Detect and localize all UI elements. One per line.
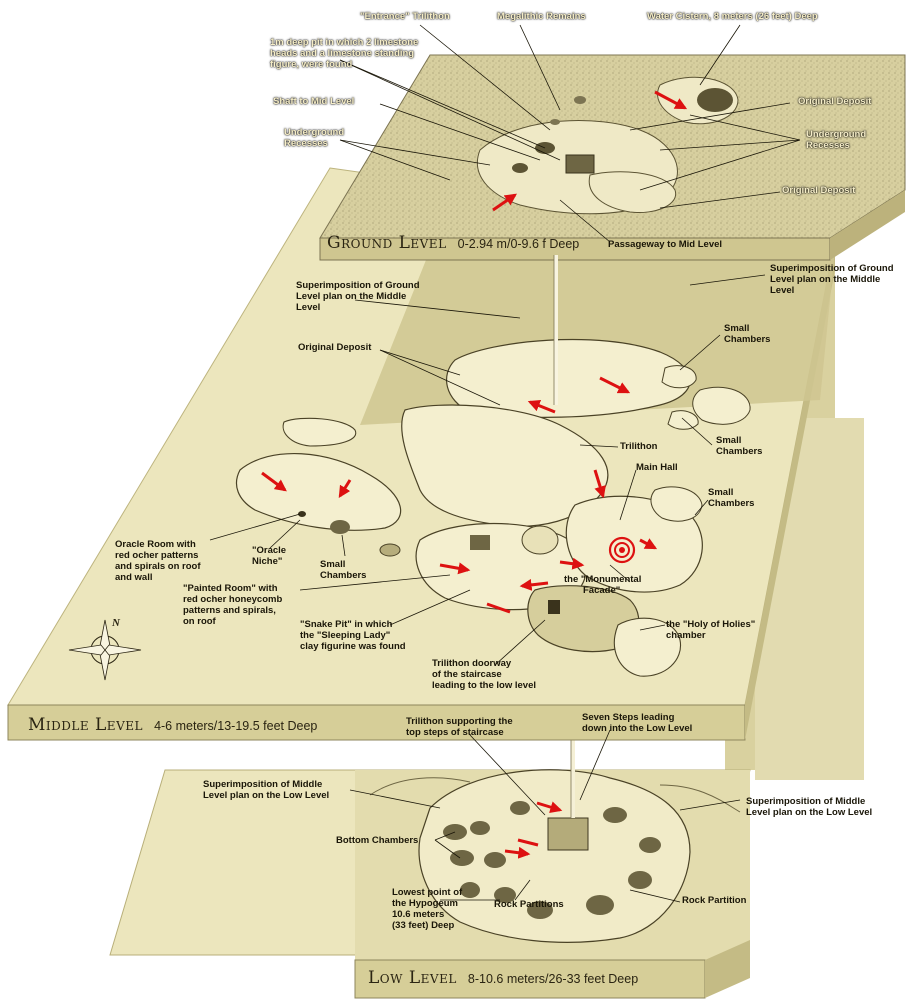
direction-arrows (261, 90, 688, 859)
oracle-room-2: red ocher patterns (115, 550, 199, 561)
small-chambers-4b: Chambers (320, 570, 367, 581)
small-chambers-2b: Chambers (716, 446, 763, 457)
painted-room-3: patterns and spirals, (183, 605, 276, 616)
superimp-ground-left-1: Superimposition of Ground (296, 280, 420, 291)
snake-pit-3: clay figurine was found (300, 641, 406, 652)
oracle-room-1: Oracle Room with (115, 539, 196, 550)
ground-level-title: Ground Level 0-2.94 m/0-9.6 f Deep (327, 233, 579, 253)
megalithic-remains-label: Megalithic Remains (497, 11, 586, 22)
holy-of-holies-1: the "Holy of Holies" (666, 619, 756, 630)
oracle-niche-2: Niche" (252, 556, 283, 567)
oracle-room-3: and spirals on roof (115, 561, 201, 572)
superimp-ground-right-3: Level (770, 285, 795, 296)
lowest-point-3: 10.6 meters (392, 909, 445, 920)
small-chambers-1b: Chambers (724, 334, 771, 345)
superimp-mid-right-1: Superimposition of Middle (746, 796, 866, 807)
small-chambers-2a: Small (716, 435, 742, 446)
middle-level-title: Middle Level 4-6 meters/13-19.5 feet Dee… (28, 715, 317, 735)
original-deposit-2-label: Original Deposit (782, 185, 856, 196)
small-chambers-3b: Chambers (708, 498, 755, 509)
ground-level-features (476, 76, 739, 215)
painted-room-2: red ocher honeycomb (183, 594, 283, 605)
main-hall-label: Main Hall (636, 462, 678, 473)
small-chambers-4a: Small (320, 559, 346, 570)
underground-recesses-right-1: Underground (806, 129, 867, 140)
oracle-niche-1: "Oracle (252, 545, 287, 556)
leader-lines (209, 24, 801, 903)
oracle-room-4: and wall (115, 572, 153, 583)
low-level-name: Low Level (368, 968, 457, 988)
trilithon-support-2: top steps of staircase (406, 727, 504, 738)
middle-level-name: Middle Level (28, 715, 143, 735)
pit-label-line2: heads and a limestone standing (270, 48, 415, 59)
underground-recesses-right-2: Recesses (806, 140, 850, 151)
lowest-point-2: the Hypogeum (392, 898, 458, 909)
lowest-point-4: (33 feet) Deep (392, 920, 455, 931)
water-cistern-label: Water Cistern, 8 meters (26 feet) Deep (647, 11, 818, 22)
superimp-ground-right-2: Level plan on the Middle (770, 274, 881, 285)
pit-label-line1: 1m deep pit in which 2 limestone (270, 37, 419, 48)
trilithon-doorway-3: leading to the low level (432, 680, 536, 691)
red-marker (517, 838, 539, 847)
snake-pit-2: the "Sleeping Lady" (300, 630, 391, 641)
superimp-ground-left-3: Level (296, 302, 321, 313)
seven-steps-1: Seven Steps leading (582, 712, 675, 723)
superimp-mid-left-2: Level plan on the Low Level (203, 790, 330, 801)
monumental-facade-2: Facade" (583, 585, 621, 596)
original-deposit-1-label: Original Deposit (798, 96, 872, 107)
low-level-depth: 8-10.6 meters/26-33 feet Deep (467, 972, 639, 986)
superimp-mid-left-1: Superimposition of Middle (203, 779, 323, 790)
trilithon-doorway-2: of the staircase (432, 669, 502, 680)
holy-of-holies-2: chamber (666, 630, 706, 641)
small-chambers-1a: Small (724, 323, 750, 334)
pit-label-line3: figure, were found (270, 59, 353, 70)
underground-recesses-left-2: Recesses (284, 138, 328, 149)
compass-rose-icon (68, 619, 142, 681)
ground-level-name: Ground Level (327, 233, 447, 253)
painted-room-1: "Painted Room" with (183, 583, 278, 594)
small-chambers-3a: Small (708, 487, 734, 498)
snake-pit-1: "Snake Pit" in which (300, 619, 393, 630)
trilithon-label: Trilithon (620, 441, 658, 452)
passageway-label: Passageway to Mid Level (608, 239, 723, 250)
trilithon-support-1: Trilithon supporting the (406, 716, 513, 727)
original-deposit-3-label: Original Deposit (298, 342, 372, 353)
trilithon-doorway-1: Trilithon doorway (432, 658, 512, 669)
compass-north: N (111, 617, 121, 629)
low-level-title: Low Level 8-10.6 meters/26-33 feet Deep (368, 968, 638, 988)
superimp-ground-right-1: Superimposition of Ground (770, 263, 894, 274)
ground-level-depth: 0-2.94 m/0-9.6 f Deep (457, 237, 580, 251)
bottom-chambers-label: Bottom Chambers (336, 835, 419, 846)
lowest-point-1: Lowest point of (392, 887, 463, 898)
shaft-mid-label: Shaft to Mid Level (273, 96, 355, 107)
seven-steps-2: down into the Low Level (582, 723, 693, 734)
painted-room-4: on roof (183, 616, 216, 627)
underground-recesses-left-1: Underground (284, 127, 345, 138)
entrance-trilithon-label: "Entrance" Trilithon (360, 11, 450, 22)
red-marker (486, 602, 511, 614)
superimp-mid-right-2: Level plan on the Low Level (746, 807, 873, 818)
superimp-ground-left-2: Level plan on the Middle (296, 291, 407, 302)
middle-level-depth: 4-6 meters/13-19.5 feet Deep (154, 719, 318, 733)
rock-partitions-label: Rock Partitions (494, 899, 564, 910)
middle-level-chambers (235, 338, 751, 677)
rock-partition-label: Rock Partition (682, 895, 747, 906)
monumental-facade-1: the "Monumental (564, 574, 642, 585)
